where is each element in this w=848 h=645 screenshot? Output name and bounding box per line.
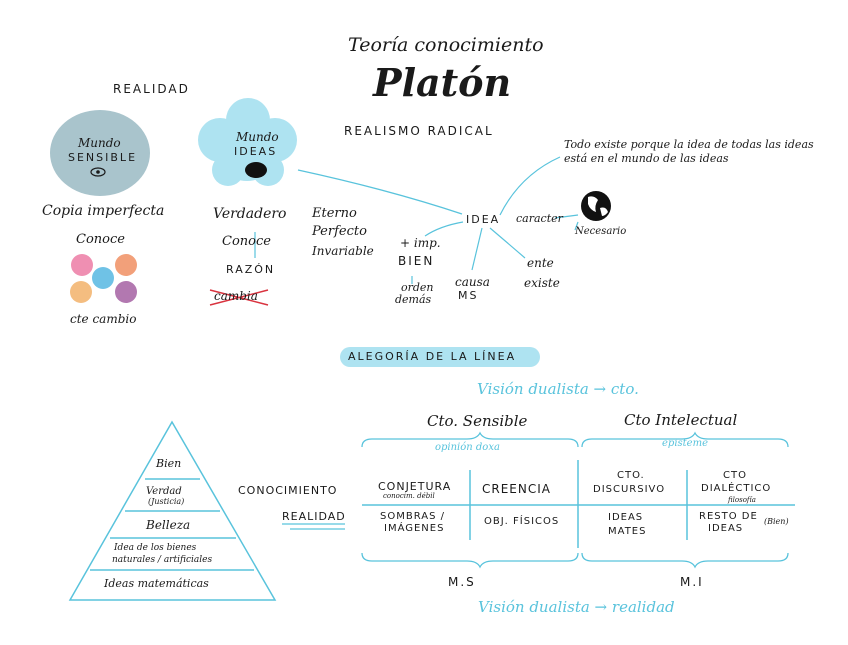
cell-dialectico-sub: filosofía — [728, 496, 756, 504]
cell-conjetura: CONJETURA — [378, 480, 452, 493]
causa-2: MS — [458, 289, 479, 302]
cell-dialectico-1: CTO — [723, 470, 747, 481]
sensible-conoce: Conoce — [76, 232, 125, 247]
cell-sombras-1: SOMBRAS / — [380, 511, 445, 522]
attr-eterno: Eterno — [312, 206, 357, 221]
razon: RAZÓN — [226, 263, 276, 276]
caracter: caracter — [516, 212, 563, 225]
pyramid-matematicas: Ideas matemáticas — [104, 577, 209, 590]
sensible-label-2: SENSIBLE — [68, 151, 138, 164]
attr-perfecto: Perfecto — [312, 224, 367, 239]
verdadero: Verdadero — [213, 206, 287, 222]
opinion-doxa: opinión doxa — [435, 442, 500, 453]
cell-resto-2: IDEAS — [708, 523, 744, 534]
pyramid-justicia: (Justicia) — [148, 497, 185, 506]
orden-2: demás — [395, 293, 432, 306]
pyramid-verdad: Verdad — [146, 486, 182, 497]
pyramid — [68, 420, 277, 601]
realidad-label: REALIDAD — [282, 510, 346, 523]
pyramid-belleza: Belleza — [146, 518, 191, 532]
ideas-label-2: IDEAS — [234, 145, 278, 158]
page-title: Platón — [373, 60, 512, 105]
cell-mates-1: IDEAS — [608, 512, 644, 523]
cell-discursivo-1: CTO. — [617, 470, 645, 481]
ms-label: M.S — [448, 575, 476, 589]
orden-1: orden — [401, 281, 434, 294]
cell-fisicos: OBJ. FÍSICOS — [484, 516, 560, 527]
brain-icon — [245, 162, 267, 178]
cell-discursivo-2: DISCURSIVO — [593, 484, 666, 495]
sensible-label-1: Mundo — [78, 136, 121, 150]
cell-dialectico-2: DIALÉCTICO — [701, 483, 772, 494]
attr-invariable: Invariable — [312, 244, 374, 258]
cto-intelectual: Cto Intelectual — [624, 411, 738, 429]
ideas-label-1: Mundo — [236, 130, 279, 144]
ente: ente — [527, 256, 554, 270]
cell-resto-1: RESTO DE — [699, 511, 758, 522]
cte-cambio: cte cambio — [70, 312, 137, 326]
cell-mates-2: MATES — [608, 526, 647, 537]
globe-icon — [581, 191, 611, 221]
causa-1: causa — [455, 275, 490, 289]
sense-icons — [70, 254, 137, 303]
copia-imperfecta: Copia imperfecta — [42, 203, 165, 219]
cell-conjetura-sub: conocim. débil — [383, 492, 435, 500]
subtitle: Teoría conocimiento — [348, 34, 544, 56]
idea-branches — [254, 156, 579, 284]
cambia-crossed: cambia — [214, 289, 258, 303]
cto-sensible: Cto. Sensible — [427, 412, 528, 430]
cell-creencia: CREENCIA — [482, 482, 551, 496]
pyramid-bien: Bien — [156, 457, 182, 470]
imp: + imp. — [400, 236, 441, 250]
realidad-heading: REALIDAD — [113, 82, 190, 96]
alegoria-heading: ALEGORÍA DE LA LÍNEA — [348, 350, 517, 363]
cell-sombras-2: IMÁGENES — [384, 523, 445, 534]
vision-cto: Visión dualista → cto. — [477, 380, 639, 398]
ideas-conoce: Conoce — [222, 234, 271, 249]
vision-realidad: Visión dualista → realidad — [478, 598, 675, 616]
bien: BIEN — [398, 254, 435, 268]
mundo-sensible-blob — [50, 110, 150, 196]
realismo-radical: REALISMO RADICAL — [344, 124, 494, 138]
pyramid-bienes-1: Idea de los bienes — [114, 543, 197, 553]
mi-label: M.I — [680, 575, 704, 589]
necesario: Necesario — [575, 226, 627, 237]
idea-center: IDEA — [466, 213, 501, 226]
conocimiento-label: CONOCIMIENTO — [238, 484, 338, 497]
existe: existe — [524, 276, 560, 290]
episteme: episteme — [662, 438, 708, 449]
pyramid-bienes-2: naturales / artificiales — [112, 555, 213, 565]
alegoria-highlight — [340, 347, 540, 367]
cell-resto-sub: (Bien) — [764, 517, 789, 526]
todo-existe: Todo existe porque la idea de todas las … — [564, 138, 814, 165]
arrow-cloud-to-idea — [297, 169, 463, 215]
